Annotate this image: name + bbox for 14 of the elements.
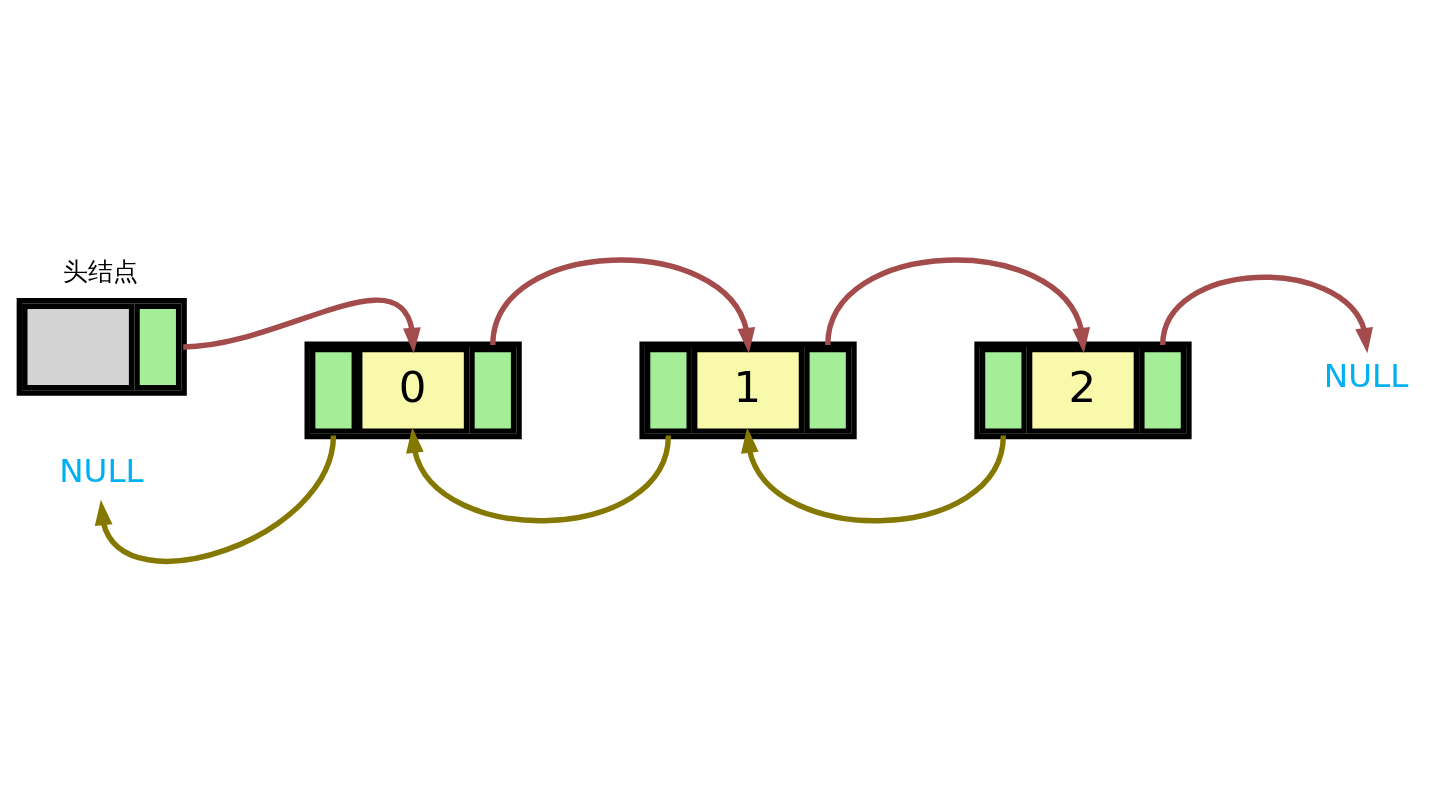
node-text: NULL xyxy=(59,451,144,490)
arrow xyxy=(94,435,337,564)
node-text: NULL xyxy=(1323,357,1409,396)
node-box: 2 xyxy=(974,341,1192,440)
node-box xyxy=(16,298,187,396)
arrow xyxy=(825,257,1091,354)
node-label: 头结点 xyxy=(62,256,138,287)
arrow xyxy=(490,257,756,354)
node-box: 1 xyxy=(639,341,857,440)
arrow xyxy=(183,297,421,354)
arrow xyxy=(740,427,1006,524)
arrow xyxy=(406,427,672,524)
arrow xyxy=(1160,274,1373,354)
node-box: 0 xyxy=(304,341,522,440)
